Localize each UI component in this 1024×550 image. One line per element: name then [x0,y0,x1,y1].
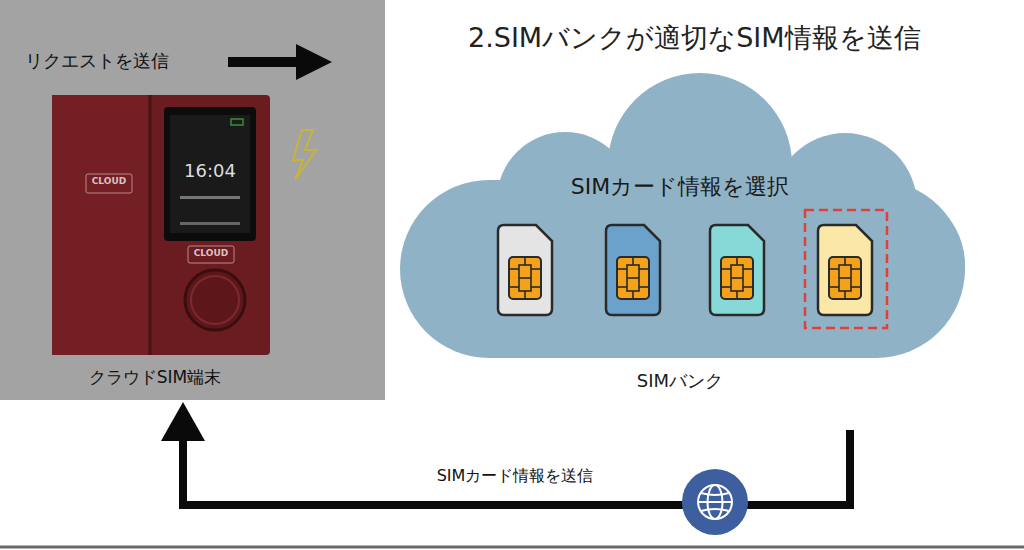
device-name: クラウドSIM端末 [89,367,221,387]
device-logo: CLOUD [194,248,228,259]
connector-line [183,430,850,505]
cloud-sim-bank: SIMカード情報を選択 SIMバンク [395,70,965,430]
diagram-title: 2.SIMバンクが適切なSIM情報を送信 [468,22,921,54]
device-logo: CLOUD [92,176,126,187]
return-connector [161,402,850,505]
bank-name: SIMバンク [637,370,723,392]
cloud-heading: SIMカード情報を選択 [571,174,789,200]
connector-label: SIMカード情報を送信 [435,466,596,485]
request-label: リクエストを送信 [25,50,169,72]
arrow-head [161,402,205,441]
screen-clock: 16:04 [184,160,236,182]
